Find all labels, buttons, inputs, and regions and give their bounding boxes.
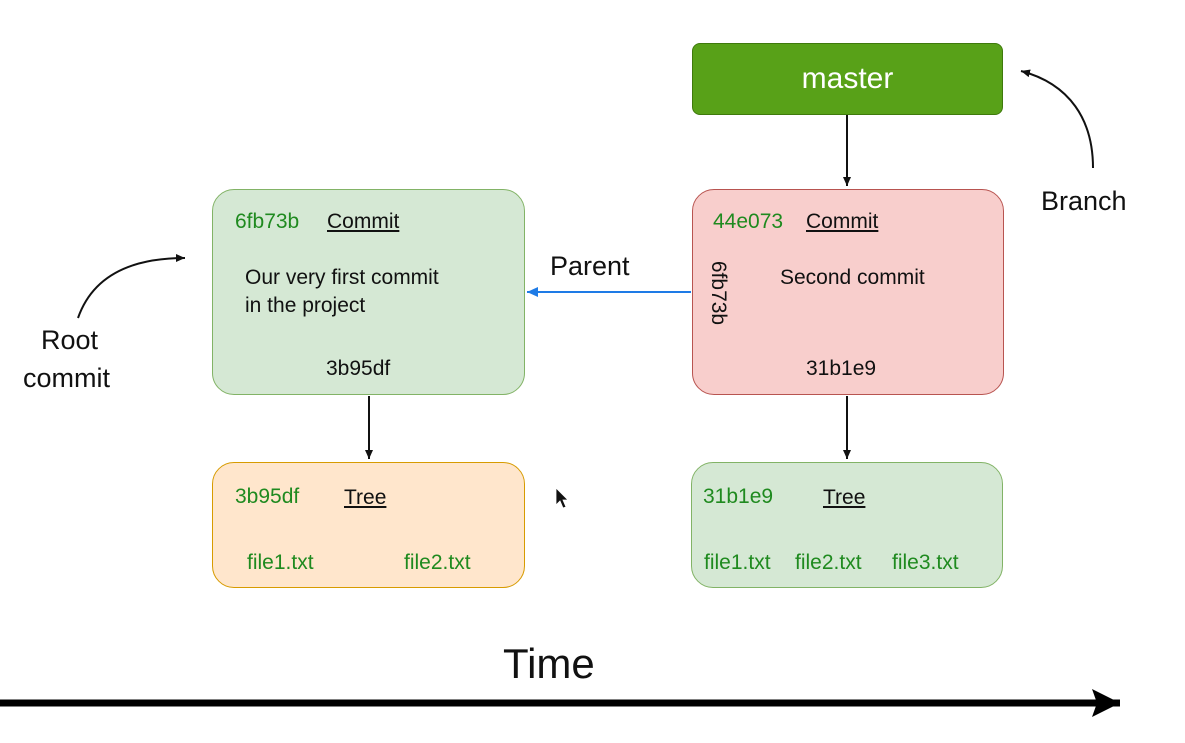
tree-file: file1.txt xyxy=(704,551,771,574)
commit-tree-ref: 31b1e9 xyxy=(806,357,877,380)
commit-message-line: in the project xyxy=(245,294,366,317)
tree-file: file3.txt xyxy=(892,551,959,574)
branch-pointer-arrow xyxy=(1020,69,1094,169)
tree-hash: 3b95df xyxy=(235,485,300,508)
branch-name: master xyxy=(801,62,894,95)
commit-hash: 6fb73b xyxy=(235,210,300,233)
commit-type-label: Commit xyxy=(327,210,400,233)
commit-type-label: Commit xyxy=(806,210,879,233)
tree-box-second xyxy=(691,462,1003,588)
root-commit-label-line1: Root xyxy=(41,325,99,355)
tree-file: file2.txt xyxy=(795,551,862,574)
tree-hash: 31b1e9 xyxy=(703,485,774,508)
commit-tree-ref: 3b95df xyxy=(326,357,391,380)
time-label: Time xyxy=(503,640,595,687)
commit-parent-ref: 6fb73b xyxy=(707,260,730,326)
root-commit-pointer-arrow xyxy=(77,254,186,319)
commit-message-line: Our very first commit xyxy=(245,266,439,289)
root-commit-label-line2: commit xyxy=(23,363,110,393)
tree-type-label: Tree xyxy=(344,486,387,509)
mouse-cursor-icon xyxy=(555,487,569,509)
tree-file: file1.txt xyxy=(247,551,314,574)
tree-type-label: Tree xyxy=(823,486,866,509)
tree-box-first xyxy=(212,462,525,588)
commit-box-second xyxy=(692,189,1004,395)
commit-box-first xyxy=(212,189,525,395)
commit-hash: 44e073 xyxy=(713,210,784,233)
branch-master-box: master xyxy=(692,43,1003,115)
tree-file: file2.txt xyxy=(404,551,471,574)
commit-message-line: Second commit xyxy=(780,266,925,289)
parent-label: Parent xyxy=(550,251,630,281)
branch-label: Branch xyxy=(1041,186,1127,216)
